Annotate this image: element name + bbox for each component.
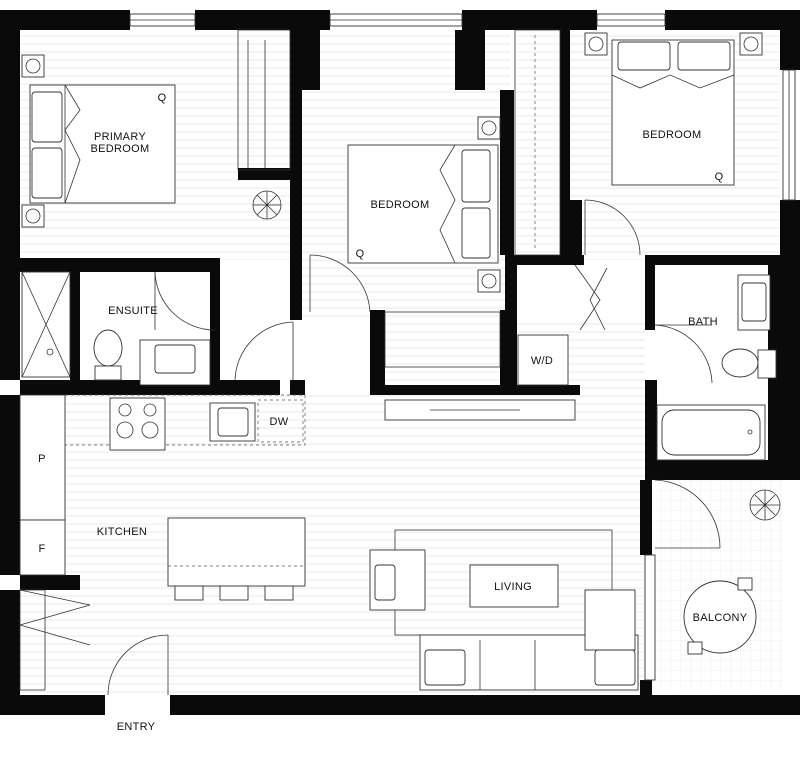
queen-marker-middle: Q: [356, 248, 365, 260]
fridge-label: F: [38, 543, 45, 555]
closets: [19, 29, 576, 691]
washer-dryer-label: W/D: [531, 355, 553, 367]
walls: [0, 10, 800, 715]
balcony-table: [683, 577, 757, 655]
right-bed: [584, 32, 763, 186]
primary-bedroom-label-1: PRIMARY: [94, 131, 146, 143]
primary-bedroom-label-2: BEDROOM: [91, 143, 150, 155]
dishwasher-label: DW: [270, 416, 289, 428]
bedroom-right-label: BEDROOM: [643, 129, 702, 141]
ensuite-fixtures: [21, 271, 211, 386]
primary-bed: [21, 54, 176, 228]
plant-icon: [252, 190, 781, 521]
room-labels: PRIMARY BEDROOM BEDROOM BEDROOM ENSUITE …: [38, 92, 748, 733]
kitchen-fixtures: [19, 394, 306, 601]
pantry-label: P: [38, 453, 46, 465]
balcony-label: BALCONY: [693, 612, 748, 624]
bath-fixtures: [517, 274, 777, 461]
queen-marker-right: Q: [715, 171, 724, 183]
doors: [18, 199, 721, 696]
middle-bed: [347, 116, 501, 293]
ensuite-label: ENSUITE: [108, 305, 158, 317]
windows: [129, 13, 796, 681]
queen-marker-primary: Q: [158, 92, 167, 104]
living-label: LIVING: [494, 581, 532, 593]
living-furniture: [369, 529, 639, 691]
bedroom-middle-label: BEDROOM: [371, 199, 430, 211]
bath-label: BATH: [688, 316, 718, 328]
entry-label: ENTRY: [117, 721, 156, 733]
kitchen-label: KITCHEN: [97, 526, 147, 538]
